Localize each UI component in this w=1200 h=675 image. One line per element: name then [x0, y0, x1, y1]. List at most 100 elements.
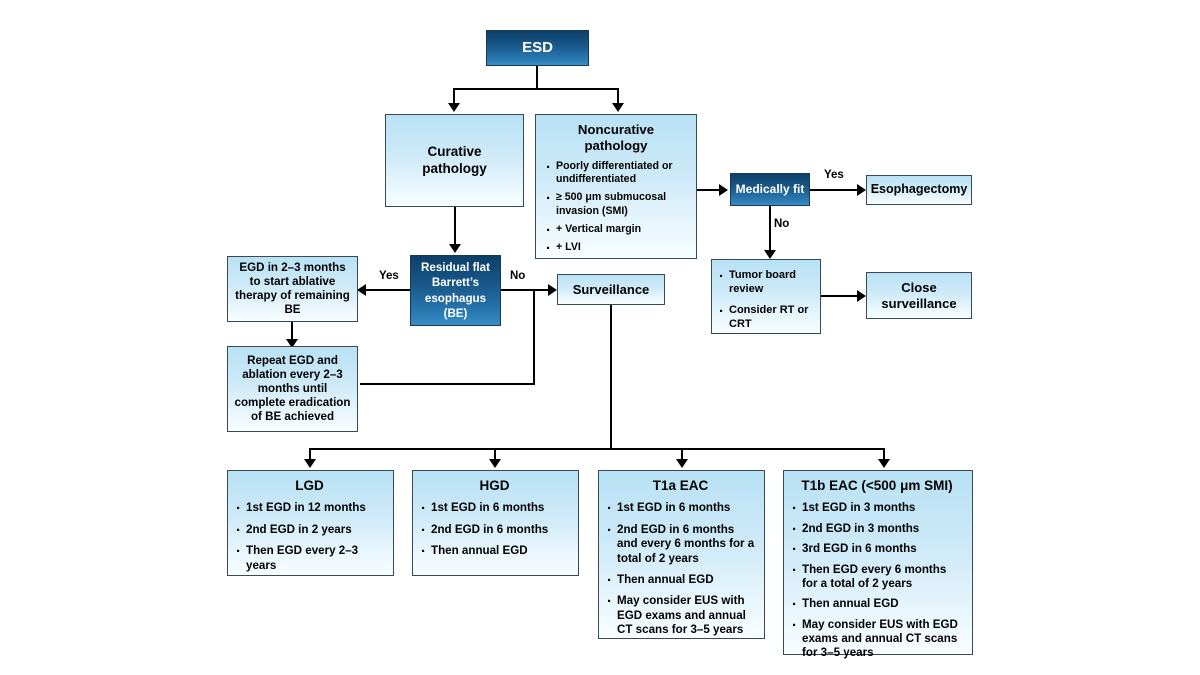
list-item: + LVI: [544, 240, 688, 259]
arrow-noncurative-to-medfit-icon: [719, 184, 728, 196]
connector-medfit-to-esophagectomy: [810, 189, 858, 192]
connector-feedback-horizontal: [360, 383, 535, 386]
node-surveillance-label: Surveillance: [572, 281, 650, 297]
node-noncurative-pathology[interactable]: Noncurative pathology Poorly differentia…: [535, 114, 697, 259]
node-repeat-egd-ablation[interactable]: Repeat EGD and ablation every 2–3 months…: [227, 346, 358, 432]
arrow-medfit-to-esophagectomy-icon: [857, 184, 866, 196]
list-item: 3rd EGD in 6 months: [790, 541, 964, 560]
node-t1a-eac-title: T1a EAC: [652, 478, 709, 493]
arrow-barretts-to-surveillance-icon: [548, 284, 557, 296]
node-t1b-eac-bullets: 1st EGD in 3 months 2nd EGD in 3 months …: [790, 500, 964, 661]
node-t1a-eac-bullets: 1st EGD in 6 months 2nd EGD in 6 months …: [605, 500, 756, 644]
list-item: Poorly differentiated or undifferentiate…: [544, 159, 688, 186]
connector-surveillance-down: [610, 305, 613, 450]
list-item: May consider EUS with EGD exams and annu…: [605, 593, 756, 637]
node-esd-label: ESD: [522, 38, 553, 56]
list-item: ≥ 500 μm submucosal invasion (SMI): [544, 190, 688, 217]
connector-esd-to-noncurative: [617, 88, 620, 104]
edge-label-barretts-yes: Yes: [379, 270, 399, 282]
node-barretts-line1: Residual flat: [421, 261, 490, 275]
list-item: + Vertical margin: [544, 222, 688, 241]
node-t1b-eac[interactable]: T1b EAC (<500 μm SMI) 1st EGD in 3 month…: [783, 470, 973, 659]
node-t1a-eac[interactable]: T1a EAC 1st EGD in 6 months 2nd EGD in 6…: [598, 470, 765, 639]
node-curative-pathology-line1: Curative: [427, 144, 482, 160]
node-t1b-eac-title: T1b EAC (<500 μm SMI): [801, 478, 953, 493]
arrow-medfit-to-tumorboard-icon: [764, 250, 776, 259]
list-item: Then annual EGD: [419, 543, 570, 562]
connector-bar-to-t1b: [883, 448, 886, 460]
arrow-to-hgd-icon: [489, 459, 501, 468]
connector-barretts-to-egd: [366, 289, 410, 292]
list-item: 2nd EGD in 6 months: [419, 522, 570, 541]
node-curative-pathology[interactable]: Curative pathology: [385, 114, 524, 207]
node-noncurative-title-line1: Noncurative: [577, 122, 655, 137]
node-hgd-title: HGD: [479, 478, 510, 493]
node-lgd-bullets: 1st EGD in 12 months 2nd EGD in 2 years …: [234, 500, 385, 580]
node-esd[interactable]: ESD: [486, 30, 589, 66]
list-item: Then EGD every 2–3 years: [234, 543, 385, 573]
edge-label-barretts-no: No: [510, 270, 526, 282]
node-egd-2-3-months-label: EGD in 2–3 months to start ablative ther…: [235, 260, 350, 317]
edge-label-medically-fit-yes: Yes: [824, 169, 844, 181]
connector-bar-to-t1a: [681, 448, 684, 460]
list-item: 2nd EGD in 2 years: [234, 522, 385, 541]
arrow-to-lgd-icon: [304, 459, 316, 468]
connector-outcome-bar: [309, 448, 885, 451]
connector-bar-to-hgd: [494, 448, 497, 460]
list-item: Then annual EGD: [790, 596, 964, 615]
list-item: Consider RT or CRT: [717, 303, 813, 331]
arrow-to-t1a-icon: [676, 459, 688, 468]
node-esophagectomy-label: Esophagectomy: [870, 182, 968, 197]
list-item: Tumor board review: [717, 268, 813, 296]
node-close-surveillance-line1: Close: [901, 279, 937, 295]
node-barretts-line3: esophagus: [424, 291, 487, 305]
connector-esd-to-curative: [453, 88, 456, 104]
node-tumor-board-bullets: Tumor board review Consider RT or CRT: [717, 268, 813, 332]
arrow-to-curative-icon: [448, 103, 460, 112]
arrow-to-noncurative-icon: [612, 103, 624, 112]
arrow-curative-to-barretts-icon: [449, 244, 461, 253]
connector-curative-to-barretts: [454, 207, 457, 245]
node-close-surveillance-line2: surveillance: [881, 295, 957, 311]
edge-label-medically-fit-no: No: [774, 218, 790, 230]
node-lgd-title: LGD: [295, 478, 324, 493]
connector-esd-bar: [453, 88, 619, 91]
node-egd-2-3-months[interactable]: EGD in 2–3 months to start ablative ther…: [227, 256, 358, 322]
node-repeat-egd-ablation-label: Repeat EGD and ablation every 2–3 months…: [234, 353, 351, 424]
node-medically-fit[interactable]: Medically fit: [730, 173, 810, 206]
list-item: 2nd EGD in 6 months and every 6 months f…: [605, 522, 756, 566]
list-item: Then EGD every 6 months for a total of 2…: [790, 562, 964, 592]
node-surveillance[interactable]: Surveillance: [557, 274, 665, 305]
connector-tumorboard-to-close-surveillance: [821, 295, 858, 298]
connector-feedback-vertical: [533, 289, 536, 385]
node-barretts-line2: Barrett’s: [431, 276, 480, 290]
node-lgd[interactable]: LGD 1st EGD in 12 months 2nd EGD in 2 ye…: [227, 470, 394, 576]
connector-bar-to-lgd: [309, 448, 312, 460]
node-barretts-line4: (BE): [443, 306, 468, 320]
list-item: May consider EUS with EGD exams and annu…: [790, 617, 964, 661]
node-curative-pathology-line2: pathology: [422, 160, 487, 176]
connector-medfit-to-tumorboard: [769, 206, 772, 251]
arrow-tumorboard-to-close-surveillance-icon: [857, 290, 866, 302]
list-item: 2nd EGD in 3 months: [790, 521, 964, 540]
node-residual-barretts-esophagus[interactable]: Residual flat Barrett’s esophagus (BE): [410, 255, 501, 326]
node-hgd-bullets: 1st EGD in 6 months 2nd EGD in 6 months …: [419, 500, 570, 565]
list-item: 1st EGD in 6 months: [605, 500, 756, 519]
list-item: 1st EGD in 6 months: [419, 500, 570, 519]
arrow-egd-to-repeat-egd-icon: [286, 339, 298, 348]
node-esophagectomy[interactable]: Esophagectomy: [866, 175, 972, 205]
list-item: 1st EGD in 12 months: [234, 500, 385, 519]
node-close-surveillance[interactable]: Close surveillance: [866, 272, 972, 319]
node-medically-fit-label: Medically fit: [735, 182, 805, 197]
arrow-to-t1b-icon: [878, 459, 890, 468]
list-item: Then annual EGD: [605, 572, 756, 591]
connector-barretts-to-surveillance: [501, 289, 555, 292]
connector-esd-down: [536, 66, 539, 90]
connector-noncurative-to-medfit: [697, 189, 720, 192]
node-tumor-board-review[interactable]: Tumor board review Consider RT or CRT: [711, 259, 821, 334]
connector-egd-to-repeat-egd: [291, 322, 294, 340]
node-noncurative-bullets: Poorly differentiated or undifferentiate…: [544, 159, 688, 259]
list-item: 1st EGD in 3 months: [790, 500, 964, 519]
node-hgd[interactable]: HGD 1st EGD in 6 months 2nd EGD in 6 mon…: [412, 470, 579, 576]
